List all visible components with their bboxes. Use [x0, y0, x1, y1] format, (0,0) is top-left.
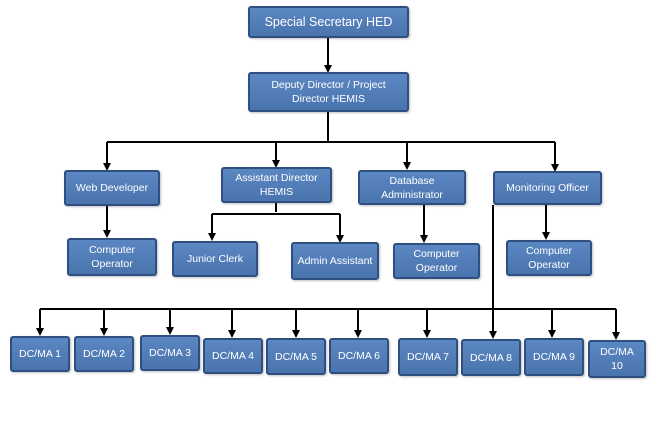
node-dcma-6: DC/MA 6 [329, 338, 389, 374]
node-admin-assistant: Admin Assistant [291, 242, 379, 280]
node-dcma-3: DC/MA 3 [140, 335, 200, 371]
node-dcma-8: DC/MA 8 [461, 339, 521, 376]
node-web-developer: Web Developer [64, 170, 160, 206]
node-dcma-5: DC/MA 5 [266, 338, 326, 375]
node-dcma-7: DC/MA 7 [398, 338, 458, 376]
node-special-secretary: Special Secretary HED [248, 6, 409, 38]
node-dcma-1: DC/MA 1 [10, 336, 70, 372]
node-computer-operator-web: Computer Operator [67, 238, 157, 276]
node-computer-operator-database: Computer Operator [393, 243, 480, 279]
node-dcma-4: DC/MA 4 [203, 338, 263, 374]
node-dcma-9: DC/MA 9 [524, 338, 584, 376]
node-database-admin: Database Administrator [358, 170, 466, 205]
node-computer-operator-monitoring: Computer Operator [506, 240, 592, 276]
node-dcma-10: DC/MA 10 [588, 340, 646, 378]
node-assistant-director: Assistant Director HEMIS [221, 167, 332, 203]
node-junior-clerk: Junior Clerk [172, 241, 258, 277]
node-dcma-2: DC/MA 2 [74, 336, 134, 372]
node-monitoring-officer: Monitoring Officer [493, 171, 602, 205]
node-deputy-director: Deputy Director / Project Director HEMIS [248, 72, 409, 112]
